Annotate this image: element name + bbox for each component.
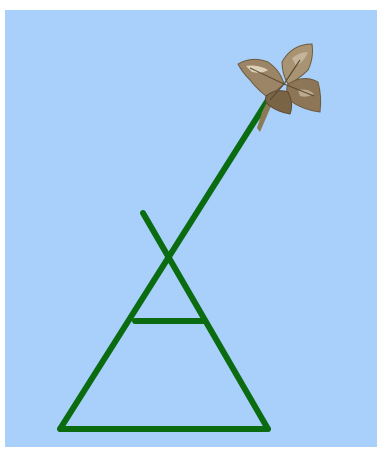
leaf-lower-lobe xyxy=(266,91,292,114)
stick-figure-structure[interactable] xyxy=(60,100,268,429)
leaf-sprite[interactable] xyxy=(238,44,321,132)
